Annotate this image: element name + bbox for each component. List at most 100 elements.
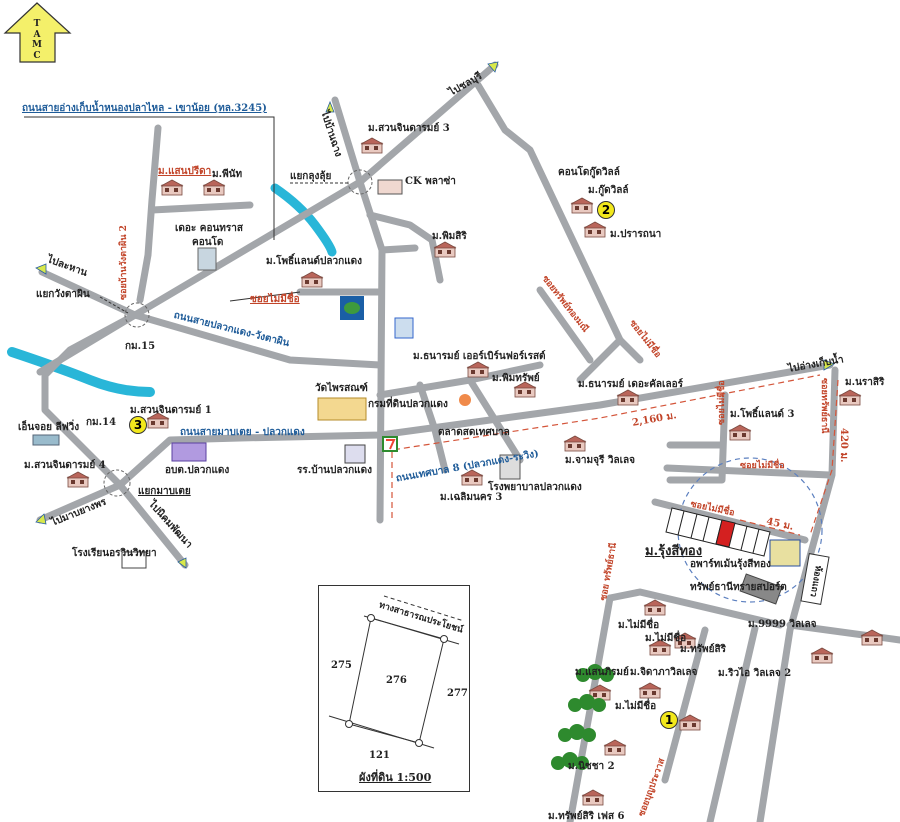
road-saenpreeda — [148, 201, 254, 214]
label-suan-jinda-4: ม.สวนจินดารมย์ 4 — [24, 460, 106, 471]
label-sapsiri-phase-6: ม.ทรัพย์สิริ เฟส 6 — [548, 811, 625, 822]
label-pholand: ม.โพธิ์แลนด์ปลวกแดง — [266, 256, 363, 267]
direction-arrow-icons — [35, 61, 835, 569]
label-soi-noname-3: ซอยไม่มีชื่อ — [717, 380, 727, 425]
roundabouts — [103, 169, 373, 497]
label-nitcha-2: ม.นิชชา 2 — [568, 761, 615, 772]
plot-diagram — [328, 595, 465, 749]
label-yaek-maptoei: แยกมาบเตย — [138, 486, 191, 497]
obt-icon — [171, 442, 207, 462]
label-enjoy: เอ็นจอย ลีฟวิ่ง — [18, 422, 80, 433]
road-pluakdaeng-wangtaphin — [131, 311, 384, 369]
parcel-276: 276 — [386, 675, 407, 686]
label-saenphirom: ม.แสนภิรมย์ — [575, 667, 629, 678]
road-maptoei — [41, 311, 189, 569]
plot-inset: ทางสาธารณประโยชน์ 275 276 277 121 ผังที่… — [318, 585, 470, 792]
parcel-275: 275 — [331, 660, 352, 671]
road-lower-3 — [661, 626, 709, 784]
label-soi-sapthani-vertical: ซอยทรัพย์ธานี — [819, 378, 829, 434]
road-short — [378, 244, 419, 254]
market-icon — [459, 394, 471, 406]
label-hospital: โรงพยาบาลปลวกแดง — [488, 482, 582, 493]
label-km15: กม.15 — [125, 341, 156, 352]
marker-3: 3 — [129, 416, 147, 434]
road-lower-4 — [706, 624, 759, 822]
label-sapsiri: ม.ทรัพย์สิริ — [680, 644, 726, 655]
label-riwai-2: ม.ริวไอ วิลเลจ 2 — [718, 668, 792, 679]
school-icon — [344, 444, 366, 464]
label-noname-village-2: ม.ไม่มีชื่อ — [645, 633, 687, 644]
label-km14: กม.14 — [86, 417, 117, 428]
road-goodwill — [474, 81, 624, 384]
label-sport: ทรัพย์ธานีทรายสปอร์ต — [690, 582, 787, 593]
road-side-c — [663, 464, 834, 479]
road-east-vertical — [756, 366, 839, 822]
label-saen-preeda: ม.แสนปรีดา — [158, 166, 212, 177]
label-chaloem-3: ม.เฉลิมนคร 3 — [440, 492, 503, 503]
label-peanut: ม.พีนัท — [212, 169, 243, 180]
distance-lines — [391, 374, 839, 536]
label-noname-village-3: ม.ไม่มีชื่อ — [615, 701, 657, 712]
label-school-pluak: รร.บ้านปลวกแดง — [297, 465, 372, 476]
label-soi-wangtaphin-2: ซอยบ้านวังตาผิน 2 — [119, 225, 129, 300]
seven-eleven-glyph — [386, 439, 396, 450]
label-rungsithong: ม.รุ้งสีทอง — [645, 544, 703, 559]
office-icon — [394, 317, 414, 339]
road-grid-2 — [416, 381, 449, 474]
temple-icon — [317, 397, 367, 421]
label-orawin: โรงเรียนอรวินวิทยา — [72, 548, 157, 559]
label-pimsap: ม.พิมทรัพย์ — [492, 373, 540, 384]
label-market: ตลาดสดเทศบาล — [438, 427, 510, 438]
label-thanarom-color: ม.ธนารมย์ เดอะคัลเลอร์ — [578, 379, 683, 390]
road-label-hwy3245: ถนนสายอ่างเก็บน้ำหนองปลาไหล - เขาน้อย (ท… — [22, 103, 267, 114]
enjoy-icon — [32, 434, 60, 446]
label-prattana: ม.ปรารถนา — [610, 229, 662, 240]
label-obt: อบต.ปลวกแดง — [165, 465, 230, 476]
road-side-a — [666, 391, 729, 484]
orawin-school-icon — [121, 551, 147, 569]
label-contrast: เดอะ คอนทราส — [175, 223, 243, 234]
label-condo: คอนโด — [192, 237, 224, 248]
label-yaek-lung: แยกลุงลุ้ย — [290, 171, 332, 182]
condo-icon — [197, 247, 217, 271]
target-plot — [715, 519, 736, 548]
label-land-office: กรมที่ดินปลวกแดง — [368, 399, 448, 410]
plot-caption: ผังที่ดิน 1:500 — [359, 771, 432, 784]
shophouse-box — [800, 553, 830, 605]
label-suan-jinda-3: ม.สวนจินดารมย์ 3 — [368, 123, 450, 134]
road-soi-sapthong — [536, 286, 594, 364]
label-soi-noname-1: ซอยไม่มีชื่อ — [250, 294, 300, 305]
label-noname-village-1: ม.ไม่มีชื่อ — [618, 620, 660, 631]
parcel-277: 277 — [447, 688, 468, 699]
north-arrow-icon — [3, 2, 72, 63]
road-lower-1 — [606, 588, 784, 629]
label-yaek-wangtaphin: แยกวังตาผิน — [36, 289, 90, 300]
marker-1: 1 — [660, 711, 678, 729]
roads — [36, 61, 900, 822]
label-ck-plaza: CK พลาซ่า — [405, 176, 456, 187]
tree-icons — [551, 664, 614, 770]
label-apartment: อพาร์ทเม้นรุ้งสีทอง — [690, 559, 771, 570]
plot-row — [665, 507, 771, 557]
rivers — [7, 183, 337, 397]
apartment-icon — [769, 539, 801, 567]
label-pimsiri: ม.พิมสิริ — [432, 231, 467, 242]
label-goodwill: ม.กู๊ดวิลล์ — [588, 185, 629, 196]
river-north — [270, 183, 337, 257]
label-wat: วัดไพรสณฑ์ — [315, 383, 368, 394]
road-grid-3 — [466, 376, 524, 464]
label-narasiri: ม.นราสิริ — [845, 377, 885, 388]
road-soi-noname2 — [616, 336, 644, 364]
sport-icon — [739, 573, 783, 605]
label-suan-jinda-1: ม.สวนจินดารมย์ 1 — [130, 405, 212, 416]
label-thanarom-urban: ม.ธนารมย์ เออร์เบิร์นฟอร์เรสต์ — [413, 351, 546, 362]
road-pimsiri — [366, 211, 444, 284]
river-west — [7, 347, 155, 397]
road-rungsithong — [651, 498, 809, 544]
road-soi-wangtaphin2 — [136, 124, 162, 304]
road-label-maptoei: ถนนสายมาบเตย - ปลวกแดง — [180, 427, 305, 438]
marker-2: 2 — [597, 201, 615, 219]
road-lower-2 — [566, 594, 614, 822]
